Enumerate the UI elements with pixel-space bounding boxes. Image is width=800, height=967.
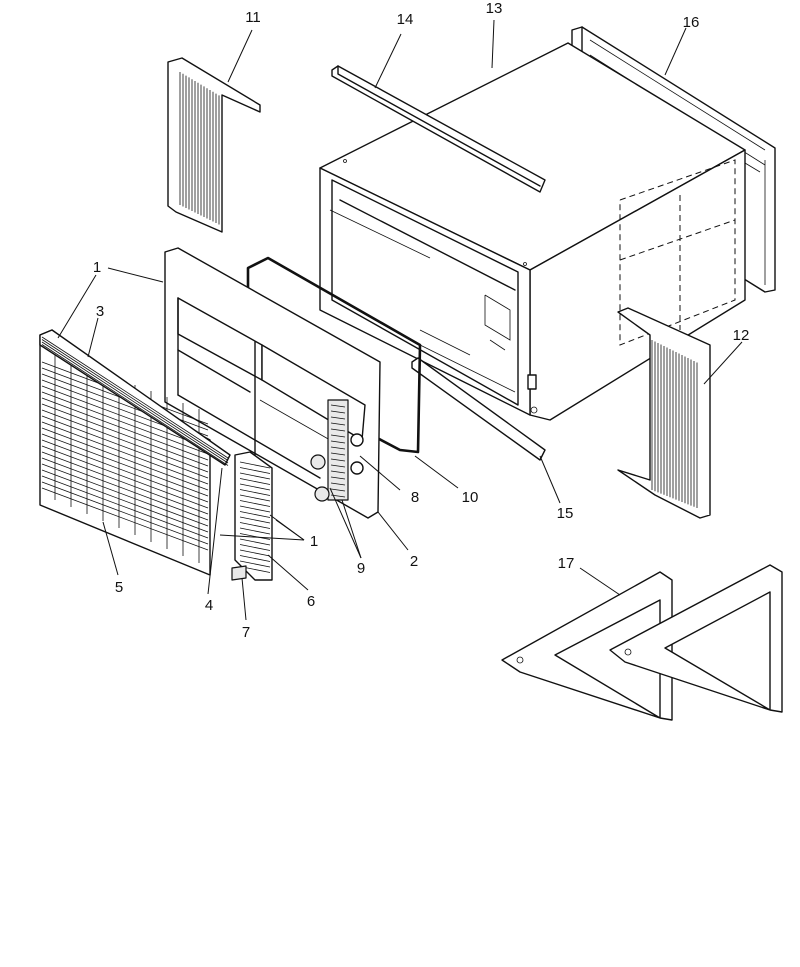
hatch-line bbox=[41, 433, 209, 497]
callout-11: 11 bbox=[245, 9, 261, 26]
hatch-line bbox=[41, 475, 209, 539]
callout-15: 15 bbox=[557, 505, 574, 522]
callout-4: 4 bbox=[205, 597, 213, 614]
hatch-line bbox=[239, 555, 271, 562]
hatch-line bbox=[239, 560, 271, 568]
hatch-line bbox=[330, 428, 346, 432]
callout-17: 17 bbox=[558, 555, 575, 572]
hatch-line bbox=[41, 421, 209, 485]
hatch-line bbox=[41, 385, 209, 449]
hatch-line bbox=[330, 416, 346, 420]
hatch-line bbox=[330, 488, 346, 492]
part-12-right-curtain bbox=[617, 307, 711, 519]
hatch-line bbox=[41, 469, 209, 533]
callout-5: 5 bbox=[115, 579, 123, 596]
hatch-line bbox=[239, 489, 271, 496]
hatch-line bbox=[330, 434, 346, 438]
part-3-louver-strip bbox=[39, 329, 231, 466]
part-6-side-grille bbox=[234, 451, 273, 581]
hatch-line bbox=[41, 487, 209, 551]
part-11-left-curtain bbox=[167, 57, 261, 233]
hatch-line bbox=[239, 538, 271, 546]
hatch-line bbox=[41, 341, 229, 464]
hatch-line bbox=[239, 533, 271, 540]
hatch-line bbox=[239, 467, 271, 474]
hatch-line bbox=[239, 472, 271, 480]
callout-2: 2 bbox=[410, 553, 418, 570]
callout-14: 14 bbox=[397, 11, 414, 28]
hatch-line bbox=[41, 427, 209, 491]
callout-3: 3 bbox=[96, 303, 104, 320]
leader-lines bbox=[57, 19, 743, 621]
hatch-line bbox=[330, 410, 346, 414]
part-15-bottom-rail bbox=[411, 357, 546, 461]
hatch-line bbox=[41, 336, 229, 459]
hatch-line bbox=[41, 439, 209, 503]
hatch-line bbox=[41, 451, 209, 515]
callout-7: 7 bbox=[242, 624, 250, 641]
callout-13: 13 bbox=[486, 0, 503, 17]
hatch-line bbox=[330, 440, 346, 444]
hatch-line bbox=[41, 457, 209, 521]
part-17-brackets bbox=[501, 564, 783, 721]
part-5-main-grille bbox=[39, 329, 211, 576]
hatch-line bbox=[41, 397, 209, 461]
part-7-tab bbox=[231, 565, 247, 581]
hatch-line bbox=[239, 478, 271, 485]
hatch-line bbox=[330, 464, 346, 468]
callout-labels: 11 14 13 16 1 3 12 8 10 15 1 9 2 5 4 6 7… bbox=[93, 0, 750, 641]
part-9-knobs bbox=[310, 454, 330, 502]
hatch-line bbox=[239, 522, 271, 529]
hatch-line bbox=[41, 339, 229, 461]
hatch-line bbox=[239, 483, 271, 491]
hatch-line bbox=[330, 404, 346, 408]
callout-1-top: 1 bbox=[93, 259, 101, 276]
hatch-line bbox=[330, 458, 346, 462]
callout-12: 12 bbox=[733, 327, 750, 344]
hatch-line bbox=[41, 445, 209, 509]
hatch-line bbox=[41, 391, 209, 455]
callout-8: 8 bbox=[411, 489, 419, 506]
hatch-line bbox=[239, 505, 271, 513]
hatch-line bbox=[239, 461, 271, 469]
part-14-top-rail bbox=[331, 65, 546, 193]
hatch-line bbox=[239, 516, 271, 524]
hatch-line bbox=[41, 344, 229, 466]
hatch-line bbox=[239, 494, 271, 502]
part-2-front-frame bbox=[164, 247, 381, 519]
hatch-line bbox=[239, 500, 271, 507]
hatch-line bbox=[330, 446, 346, 450]
callout-16: 16 bbox=[683, 14, 700, 31]
hatch-line bbox=[41, 403, 209, 467]
callout-9: 9 bbox=[357, 560, 365, 577]
hatch-line bbox=[239, 511, 271, 518]
hatch-line bbox=[330, 476, 346, 480]
hatch-line bbox=[330, 422, 346, 426]
hatch-line bbox=[41, 463, 209, 527]
callout-1-bottom: 1 bbox=[310, 533, 318, 550]
callout-6: 6 bbox=[307, 593, 315, 610]
hatch-line bbox=[239, 527, 271, 535]
part-13-cabinet bbox=[319, 42, 746, 421]
hatch-line bbox=[239, 549, 271, 557]
hatch-line bbox=[41, 409, 209, 473]
hatch-line bbox=[330, 452, 346, 456]
hatch-line bbox=[41, 415, 209, 479]
hatch-line bbox=[330, 470, 346, 474]
hatch-line bbox=[239, 544, 271, 551]
hatch-line bbox=[330, 482, 346, 486]
hatch-line bbox=[41, 481, 209, 545]
callout-10: 10 bbox=[462, 489, 479, 506]
